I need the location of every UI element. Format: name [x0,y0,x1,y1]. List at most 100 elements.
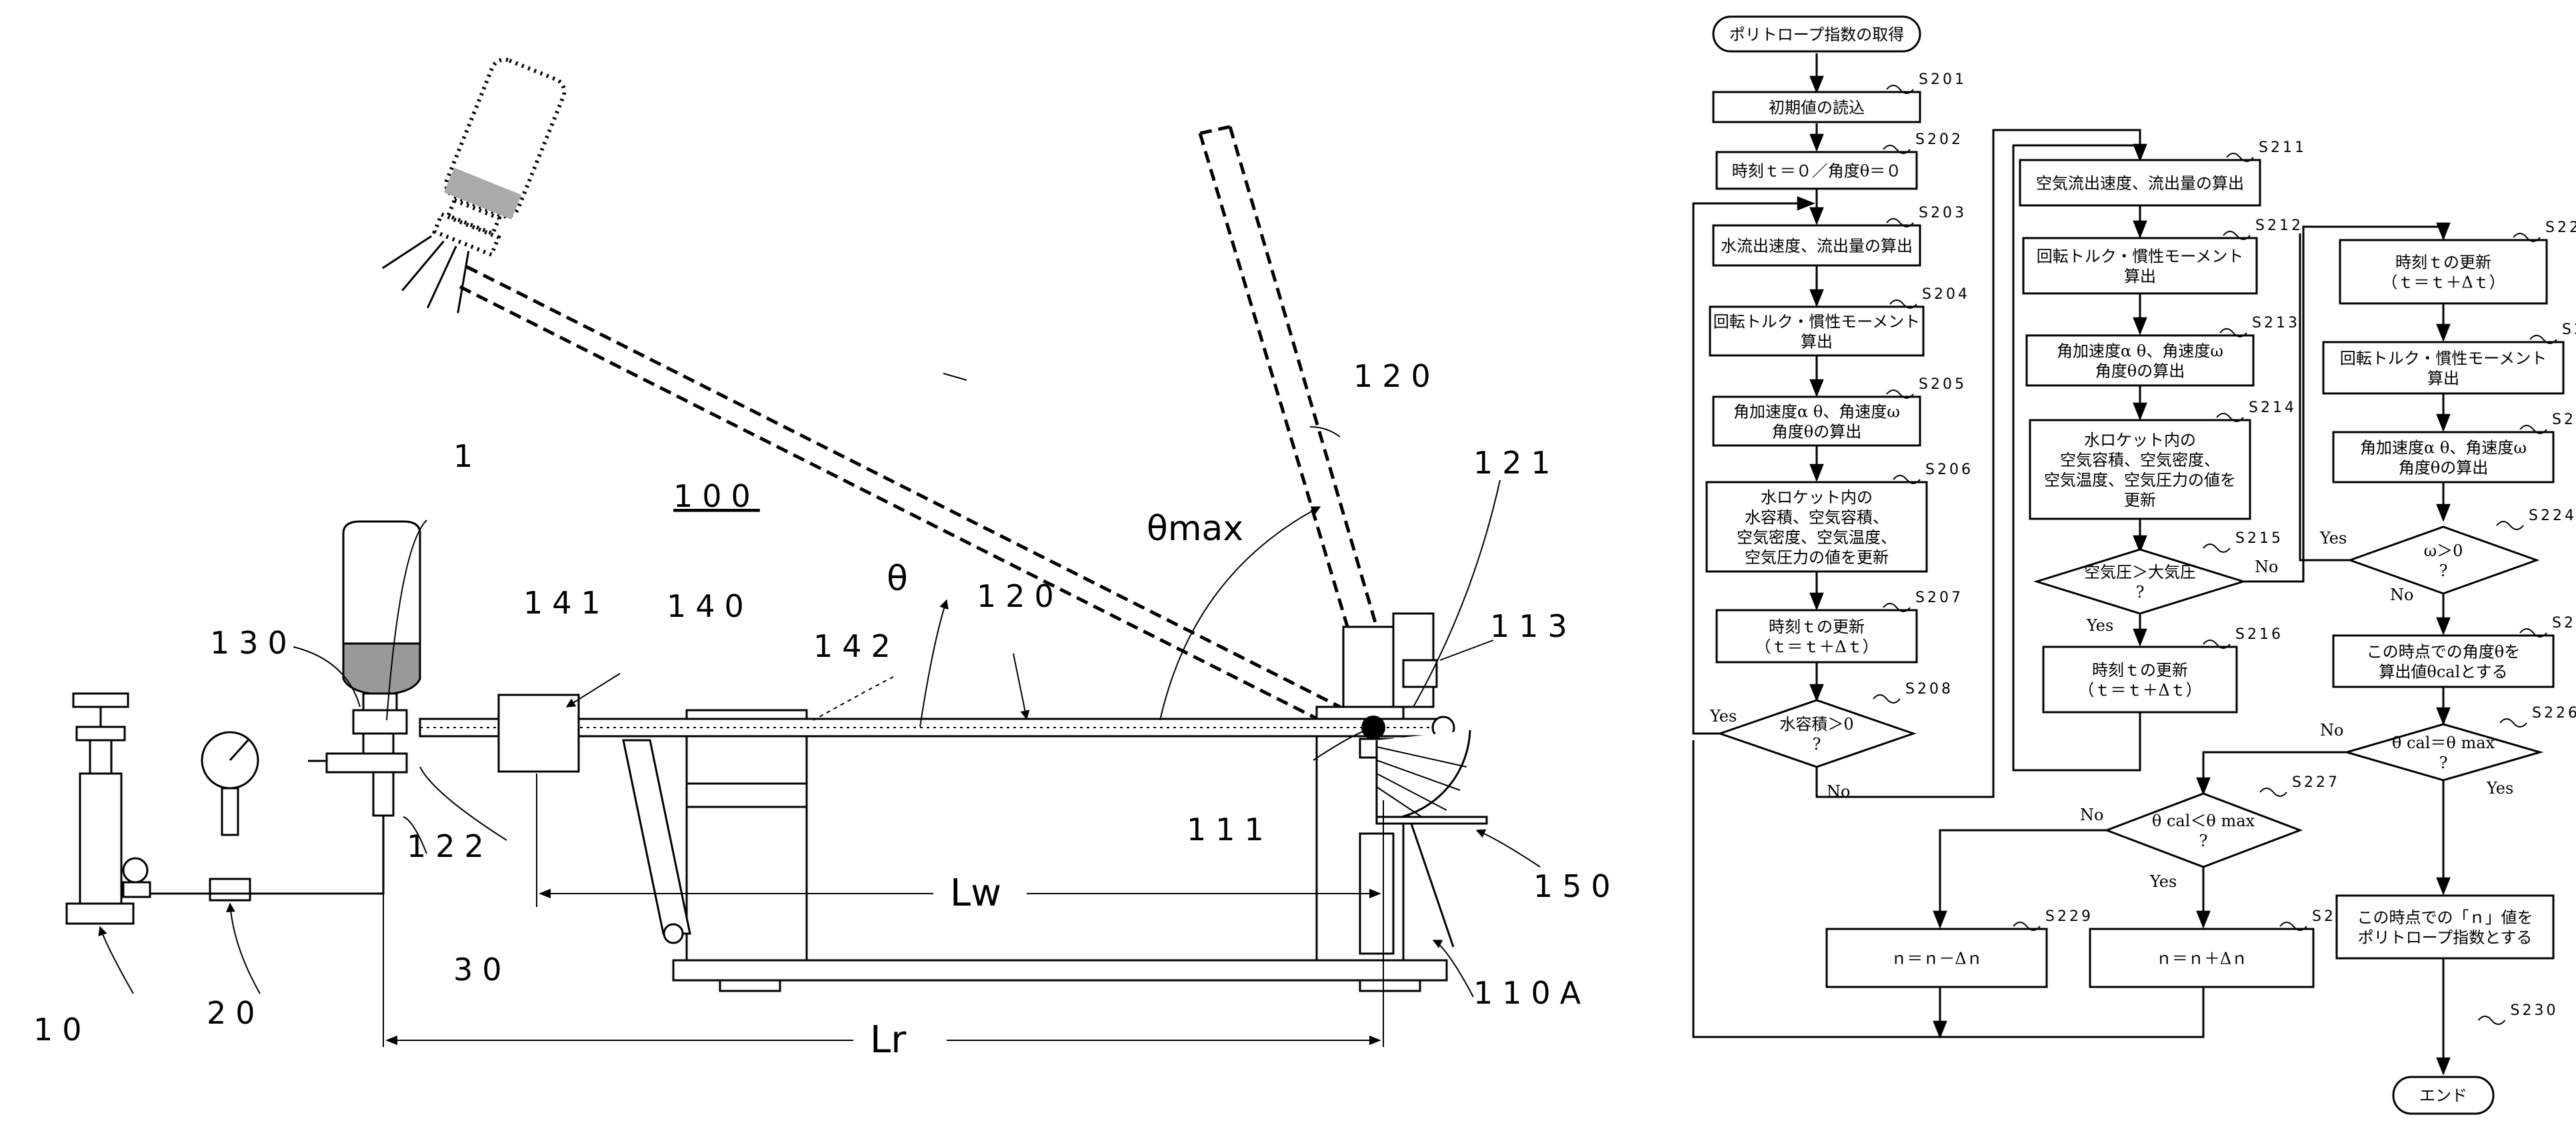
label-theta: θ [887,559,908,599]
step-text: 角加速度α θ、角速度ω [2057,342,2223,361]
flow-step-s201: 初期値の読込 S201 [1712,71,1967,123]
step-text: 空気温度、空気圧力の値を [2044,471,2236,489]
branch-no-label: No [2080,806,2103,824]
flow-step-s215: 空気圧＞大気圧?S215 [2033,530,2281,615]
air-hose [150,807,385,895]
step-text: 水ロケット内の [2084,431,2196,449]
step-text: ? [2136,583,2145,602]
arm-horizontal [419,694,1488,825]
process-box [1705,481,1928,573]
step-text: 水ロケット内の [1761,488,1873,507]
process-box [1712,395,1921,447]
decision-diamond [2343,723,2544,782]
pressure-gauge [201,731,259,902]
label-142: 142 [813,628,900,664]
step-text: θ cal＝θ max [2392,734,2495,752]
step-text: ω＞0 [2424,541,2463,560]
air-pump [65,692,151,925]
step-id: S216 [2235,626,2283,643]
decision-diamond [2103,792,2303,868]
branch-no-label: No [2255,557,2278,576]
branch-yes-label: Yes [1709,707,1737,726]
branch-no-label: No [2390,586,2413,604]
label-theta-max: θmax [1147,509,1243,549]
flow-step-s203: 水流出速度、流出量の算出 S203 [1712,205,1967,267]
flow-step-s221: 時刻ｔの更新（ｔ＝ｔ＋Δｔ）S221 [2339,219,2576,305]
label-111: 111 [1187,812,1273,848]
step-text: ? [1813,735,1821,754]
label-lr: Lr [870,1018,907,1062]
process-box [1712,91,1921,123]
label-150: 150 [1533,868,1620,904]
flow-step-s223: 角加速度α θ、角速度ω角度θの算出S223 [2332,411,2576,483]
process-box [2332,431,2555,483]
label-140: 140 [667,588,753,624]
process-box [2322,341,2565,395]
step-text: 初期値の読込 [1769,99,1865,117]
process-box [1715,609,1918,664]
label-113: 113 [1490,608,1577,644]
step-text: ポリトロープ指数とする [2358,928,2533,947]
flow-step-s222: 回転トルク・慣性モーメント算出S222 [2322,321,2576,395]
bottle-upright [308,520,421,817]
step-id: S201 [1919,71,1967,88]
step-text: 時刻ｔの更新 [2395,253,2491,272]
step-text: 水流出速度、流出量の算出 [1721,237,1913,255]
step-id: S211 [2259,139,2307,156]
leader-lines [98,373,1541,998]
label-120-raised: 120 [1353,358,1440,394]
end-label: エンド [2419,1086,2467,1105]
step-id: S207 [1915,590,1963,606]
angle-arcs [919,506,1321,728]
step-id: S213 [2252,315,2300,331]
step-text: 空気容積、空気密度、 [2060,451,2220,469]
label-110A: 110A [1473,975,1590,1011]
step-id: S214 [2249,399,2297,416]
process-box [2029,419,2251,520]
process-box [2022,237,2258,295]
decision-diamond [1717,699,1917,768]
step-text: 時刻ｔの更新 [1769,618,1865,636]
step-id: S208 [1905,681,1953,698]
decision-diamond [2033,548,2247,615]
step-text: 空気密度、空気温度、 [1737,528,1897,547]
process-box [2089,928,2315,988]
label-1: 1 [453,438,482,474]
start-terminal [1712,15,1921,53]
flow-step-s216: 時刻ｔの更新（ｔ＝ｔ＋Δｔ）S216 [2042,626,2283,714]
label-130: 130 [210,625,297,661]
process-box [1715,151,1918,190]
process-box [1825,928,2048,988]
step-id: S230 [2511,1002,2559,1019]
label-141: 141 [523,585,610,621]
process-box [2335,894,2555,960]
step-id: S202 [1915,131,1963,148]
step-text: 算出値θcalとする [2379,663,2507,682]
process-box [2042,646,2238,714]
step-text: 角加速度α θ、角速度ω [1733,403,1900,421]
step-id: S203 [1919,205,1967,221]
flow-step-s207: 時刻ｔの更新（ｔ＝ｔ＋Δｔ）S207 [1715,590,1963,664]
step-text: 算出 [2427,369,2459,388]
step-id: S222 [2562,321,2576,338]
flow-step-s226: θ cal＝θ max?S226 [2343,705,2576,782]
process-box [2339,239,2548,305]
label-122: 122 [407,828,493,864]
process-box [1712,224,1921,267]
step-id: S229 [2045,908,2093,925]
label-120: 120 [977,578,1063,614]
process-box [2019,159,2261,207]
step-text: 水容積＞0 [1779,715,1853,734]
step-text: 角度θの算出 [2399,459,2488,477]
step-id: S225 [2552,615,2576,632]
step-text: 空気圧力の値を更新 [1745,548,1889,567]
